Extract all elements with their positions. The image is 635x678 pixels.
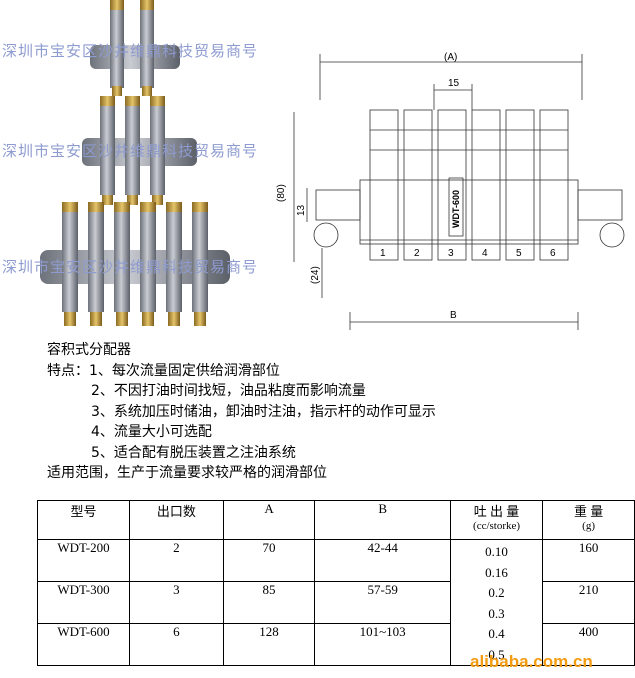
- header-model: 型号: [37, 500, 130, 540]
- cell-b: 42-44: [314, 539, 451, 582]
- outlet-number: 3: [448, 248, 454, 259]
- dim-24: (24): [310, 266, 321, 284]
- dim-a: (A): [444, 52, 457, 63]
- feature-item: 4、流量大小可选配: [91, 424, 212, 440]
- header-weight-unit: (g): [582, 520, 595, 532]
- features-label: 特点：: [47, 362, 89, 379]
- header-weight-label: 重 量: [573, 504, 604, 519]
- cell-model: WDT-200: [37, 539, 130, 582]
- cell-weight: 160: [542, 539, 635, 582]
- feature-item: 2、不因打油时间找短，油品粘度而影响流量: [91, 383, 366, 399]
- table-row: WDT-300 3 85 57-59 210: [37, 581, 635, 624]
- outlet-number: 4: [482, 248, 488, 259]
- dim-13: 13: [296, 204, 307, 216]
- cell-outlets: 2: [129, 539, 224, 582]
- outlet-number: 1: [380, 248, 386, 259]
- cell-a: 70: [222, 539, 316, 582]
- header-output-label: 吐 出 量: [473, 504, 520, 519]
- dim-b: B: [450, 310, 457, 321]
- output-value: 0.2: [488, 585, 505, 600]
- watermark: 深圳市宝安区沙井维鼎科技贸易商号: [2, 142, 259, 160]
- scope-text: 适用范围，生产于流量要求较严格的润滑部位: [47, 465, 327, 481]
- outlet-number: 6: [550, 248, 556, 259]
- output-value: 0.3: [488, 605, 505, 621]
- header-outlets: 出口数: [129, 500, 224, 540]
- cell-b: 57-59: [314, 581, 451, 624]
- product-title: 容积式分配器: [47, 342, 131, 358]
- output-value: 0.5: [488, 646, 505, 662]
- outlet-number: 2: [414, 248, 420, 259]
- cell-outlets: 6: [129, 623, 224, 666]
- cell-output-values: 0.10 0.16 0.2 0.3 0.4 0.5: [449, 539, 544, 666]
- technical-drawing: (A) 15 (80) 13 (24) B WDT-600 1 2 3 4 5 …: [276, 52, 625, 330]
- output-value: 0.10: [485, 544, 508, 559]
- cell-model: WDT-600: [37, 623, 130, 666]
- output-value: 0.16: [485, 564, 508, 580]
- cell-outlets: 3: [129, 581, 224, 624]
- cell-weight: 400: [542, 623, 635, 666]
- outlet-number: 5: [516, 248, 522, 259]
- spec-table: 型号 出口数 A B 吐 出 量 (cc/storke) 重 量 (g) WDT…: [37, 500, 635, 666]
- output-value: 0.4: [488, 626, 505, 641]
- distributor-2-outlet: [90, 0, 180, 96]
- cell-model: WDT-300: [37, 581, 130, 624]
- feature-item: 3、系统加压时储油，卸油时注油，指示杆的动作可显示: [91, 403, 436, 420]
- model-label: WDT-600: [451, 190, 461, 228]
- cell-a: 128: [222, 623, 316, 666]
- feature-item: 1、每次流量固定供给润滑部位: [89, 362, 280, 379]
- header-weight: 重 量 (g): [542, 500, 635, 540]
- feature-row: 特点：1、每次流量固定供给润滑部位: [47, 361, 436, 382]
- cell-b: 101~103: [314, 623, 451, 666]
- table-row: WDT-600 6 128 101~103 400: [37, 623, 635, 666]
- description: 容积式分配器 特点：1、每次流量固定供给润滑部位 2、不因打油时间找短，油品粘度…: [47, 340, 436, 484]
- header-output-unit: (cc/storke): [473, 520, 521, 532]
- header-a: A: [222, 500, 316, 540]
- table-row: WDT-200 2 70 42-44 0.10 0.16 0.2 0.3 0.4…: [37, 539, 635, 666]
- product-photo: [40, 0, 230, 326]
- distributor-6-outlet: [40, 202, 230, 326]
- watermark: 深圳市宝安区沙井维鼎科技贸易商号: [2, 42, 259, 60]
- feature-item: 5、适合配有脱压装置之注油系统: [91, 444, 296, 461]
- dim-15: 15: [448, 78, 460, 89]
- site-watermark: alibaba.com.cn: [470, 652, 593, 671]
- cell-weight: 210: [542, 581, 635, 624]
- cell-a: 85: [222, 581, 316, 624]
- watermark: 深圳市宝安区沙井维鼎科技贸易商号: [2, 258, 259, 276]
- dim-80: (80): [276, 184, 287, 202]
- header-output: 吐 出 量 (cc/storke): [449, 500, 544, 540]
- distributor-3-outlet: [82, 96, 197, 205]
- header-b: B: [314, 500, 451, 540]
